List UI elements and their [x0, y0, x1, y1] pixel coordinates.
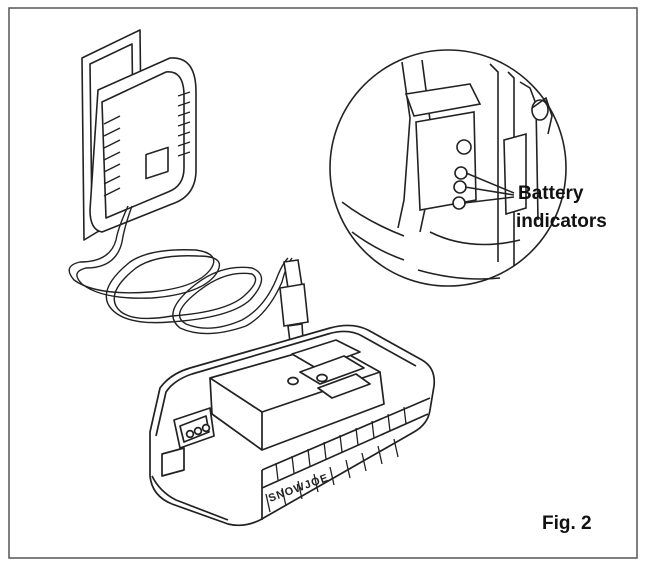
- battery-pack: SNOWJOE: [149, 324, 436, 527]
- charger-cord: [68, 205, 293, 335]
- figure-frame: [8, 7, 638, 559]
- magnified-callout: [329, 49, 567, 287]
- wall-charger: [81, 29, 197, 241]
- callout-label-line1: Battery: [518, 183, 584, 204]
- figure-label: Fig. 2: [542, 513, 592, 534]
- callout-label-line2: indicators: [516, 211, 607, 232]
- callout-leaders: [463, 172, 515, 204]
